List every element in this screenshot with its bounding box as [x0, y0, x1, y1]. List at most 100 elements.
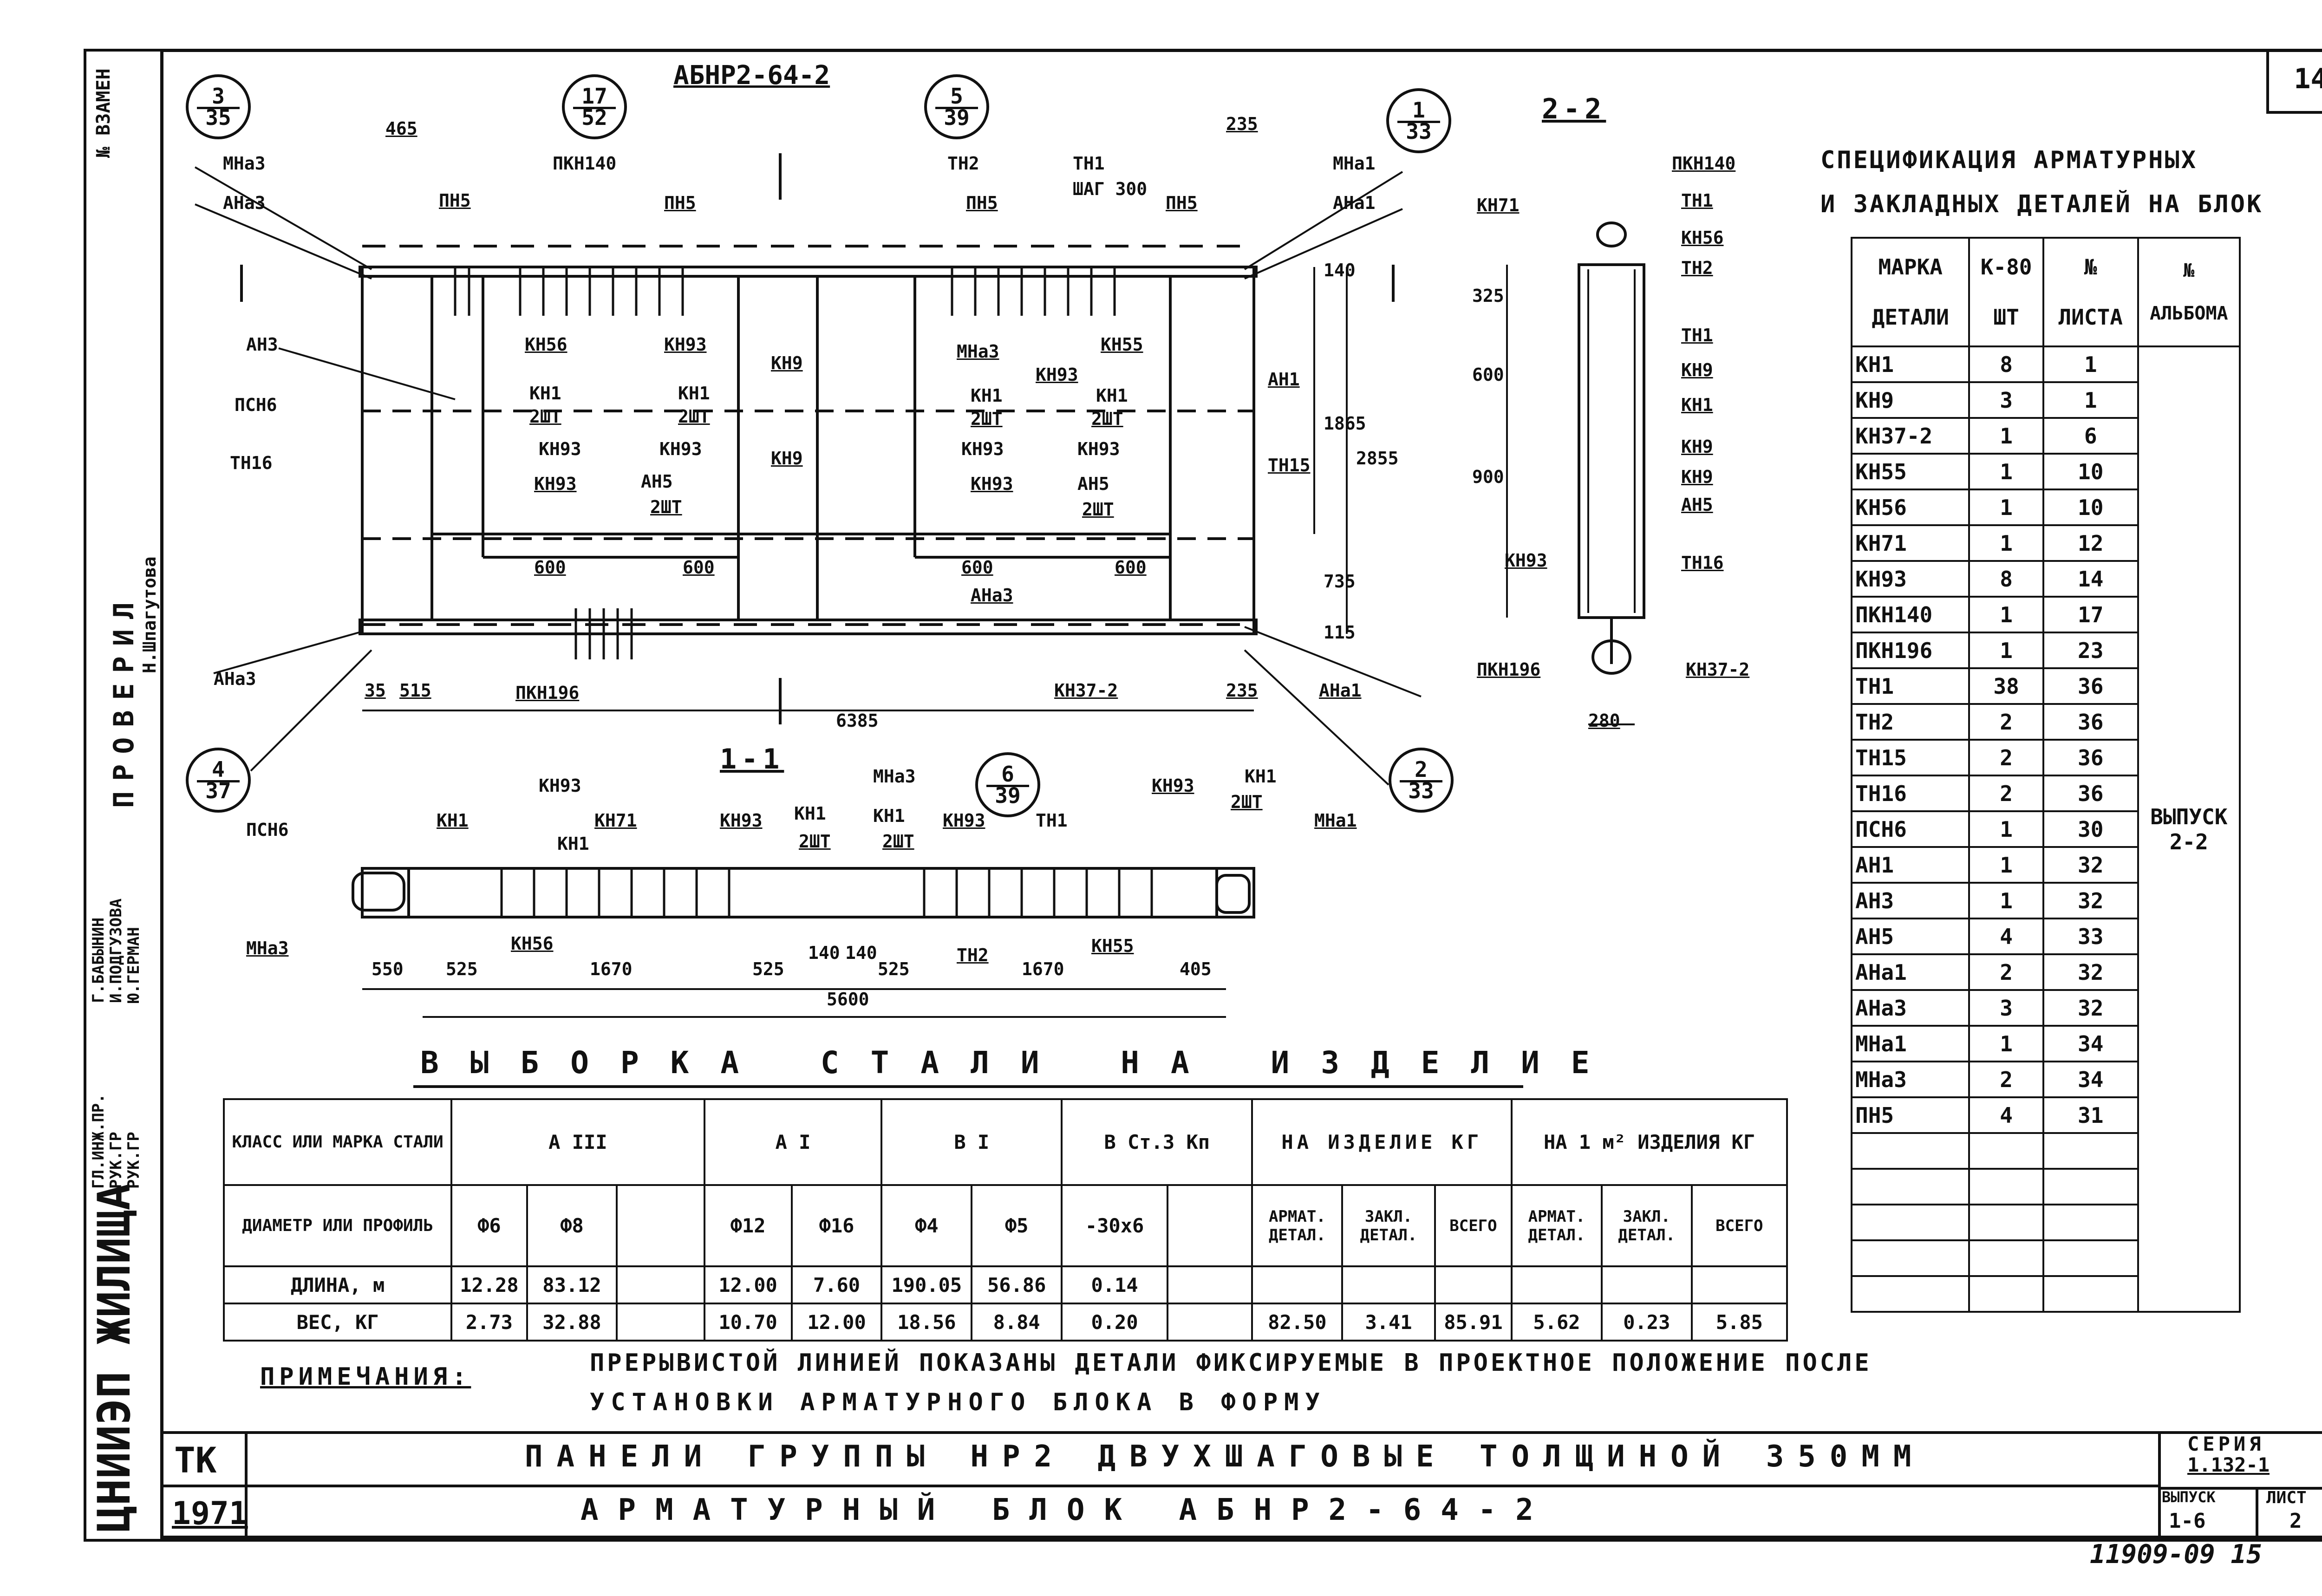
label-ana3-c: АНа3: [214, 669, 256, 689]
sheet-number-box: 14: [2266, 49, 2322, 114]
s22-dim-280: 280: [1588, 710, 1620, 731]
spec-cell-mark: АН3: [1850, 882, 1970, 919]
label-tn16: ТН16: [230, 453, 273, 473]
list-label: ЛИСТ: [2266, 1488, 2307, 1507]
s11-dim-525-b: 525: [752, 959, 784, 979]
steel-cell-length: [1511, 1265, 1603, 1304]
label-pn5-2: ПН5: [664, 193, 696, 213]
s11-dim-1670-b: 1670: [1022, 959, 1064, 979]
spec-cell-mark: КН37-2: [1850, 417, 1970, 455]
spec-cell-qty: 38: [1968, 667, 2044, 705]
steel-wt-label: ВЕС, КГ: [222, 1303, 453, 1342]
dim-515: 515: [399, 680, 431, 701]
dim-735: 735: [1324, 571, 1356, 592]
steel-g-vst: В Ст.3 Кп: [1061, 1098, 1253, 1186]
s22-label-pkn196: ПКН196: [1477, 659, 1541, 680]
steel-cell-profile: Ф4: [881, 1184, 973, 1267]
spec-cell-mark: ПКН196: [1850, 632, 1970, 669]
steel-cell-profile: Ф12: [703, 1184, 793, 1267]
spec-cell-mark: ПКН140: [1850, 596, 1970, 633]
s11-label-tn2: ТН2: [957, 945, 989, 965]
steel-cell-profile: [616, 1184, 705, 1267]
label-kn55: КН55: [1101, 334, 1143, 355]
note-line2: УСТАНОВКИ АРМАТУРНОГО БЛОКА В ФОРМУ: [590, 1388, 1326, 1416]
label-ana1: АНа1: [1333, 193, 1376, 213]
dim-140: 140: [1324, 260, 1356, 280]
spec-cell-mark: [1850, 1239, 1970, 1277]
spec-cell-qty: 1: [1968, 524, 2044, 562]
s11-label-kn1-b: КН1: [557, 834, 589, 854]
spec-cell-mark: ПСН6: [1850, 810, 1970, 848]
steel-cell-weight: 82.50: [1251, 1303, 1344, 1342]
spec-cell-sheet: 36: [2042, 739, 2139, 776]
series-value: 1.132-1: [2187, 1453, 2270, 1476]
spec-cell-sheet: 23: [2042, 632, 2139, 669]
section-1-1-title: 1-1: [720, 743, 784, 775]
spec-cell-sheet: 6: [2042, 417, 2139, 455]
steel-cell-length: [1167, 1265, 1253, 1304]
steel-cell-weight: 0.23: [1600, 1303, 1693, 1342]
spec-cell-qty: 4: [1968, 918, 2044, 955]
spec-cell-sheet: 14: [2042, 560, 2139, 598]
spec-cell-qty: 2: [1968, 739, 2044, 776]
label-an1: АН1: [1268, 369, 1300, 390]
steel-cell-profile: ВСЕГО: [1690, 1184, 1788, 1267]
spec-cell-sheet: 34: [2042, 1025, 2139, 1062]
list-value: 2: [2289, 1509, 2302, 1533]
steel-cell-profile: АРМАТ. ДЕТАЛ.: [1511, 1184, 1603, 1267]
spec-cell-qty: 1: [1968, 453, 2044, 490]
s22-label-kn9-a: КН9: [1681, 360, 1713, 380]
dim-35: 35: [365, 680, 386, 701]
dim-1865: 1865: [1324, 413, 1366, 434]
s11-label-2sht-b: 2ШТ: [882, 831, 914, 852]
spec-cell-album: ВЫПУСК 2-2: [2137, 345, 2241, 1313]
spec-cell-mark: [1850, 1132, 1970, 1170]
steel-cell-weight: 8.84: [971, 1303, 1063, 1342]
label-kn9-a: КН9: [771, 353, 803, 373]
dim-600-a: 600: [534, 557, 566, 578]
spec-cell-qty: 8: [1968, 345, 2044, 383]
label-kn9-b: КН9: [771, 448, 803, 469]
spec-cell-qty: 1: [1968, 417, 2044, 455]
spec-cell-sheet: 1: [2042, 345, 2139, 383]
spec-cell-mark: ТН15: [1850, 739, 1970, 776]
label-kn93-a: КН93: [664, 334, 707, 355]
spec-row: [1850, 1132, 2240, 1170]
spec-cell-mark: [1850, 1168, 1970, 1205]
spec-cell-qty: 2: [1968, 953, 2044, 991]
vypusk-value: 1-6: [2169, 1509, 2206, 1533]
steel-cell-weight: 18.56: [881, 1303, 973, 1342]
s22-label-kn93: КН93: [1505, 550, 1547, 571]
side-stamp: [84, 49, 160, 1542]
steel-cell-length: [1341, 1265, 1436, 1304]
dim-6385: 6385: [836, 710, 879, 731]
spec-cell-mark: КН71: [1850, 524, 1970, 562]
spec-cell-mark: АН1: [1850, 846, 1970, 884]
spec-cell-mark: АНа1: [1850, 953, 1970, 991]
title-tk: ТК: [174, 1440, 217, 1481]
s11-label-kn93-b: КН93: [720, 810, 763, 831]
label-ana3-b: АНа3: [971, 585, 1013, 606]
s11-dim-550: 550: [372, 959, 404, 979]
label-pn5-1: ПН5: [439, 190, 471, 211]
label-kn93-d: КН93: [659, 439, 702, 459]
label-mna3-b: МНа3: [957, 341, 999, 362]
label-shag300: ШАГ 300: [1073, 179, 1148, 199]
spec-cell-qty: 1: [1968, 846, 2044, 884]
label-pn5-4: ПН5: [1166, 193, 1198, 213]
spec-cell-qty: [1968, 1168, 2044, 1205]
dim-465: 465: [385, 118, 417, 139]
steel-cell-weight: 3.41: [1341, 1303, 1436, 1342]
label-tn1: ТН1: [1073, 153, 1105, 174]
label-kn1-b: КН1: [678, 383, 710, 404]
